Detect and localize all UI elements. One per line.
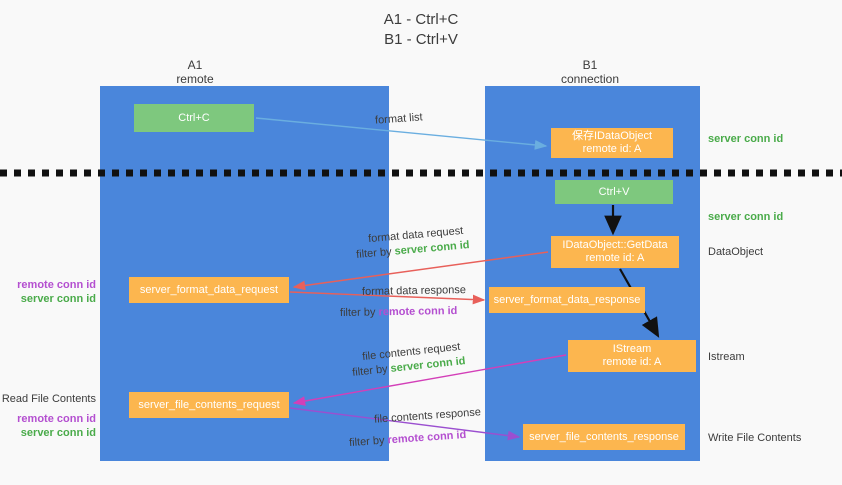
box-server-format-data-response-label: server_format_data_response: [493, 293, 641, 306]
left-label-remote-conn-id-1: remote conn id: [17, 279, 96, 291]
box-getdata-line2: remote id: A: [585, 252, 645, 264]
filter-by-prefix-1: filter by: [355, 245, 396, 261]
box-server-file-contents-response[interactable]: server_file_contents_response: [523, 424, 685, 450]
box-save-idataobject[interactable]: 保存IDataObject remote id: A: [551, 128, 673, 158]
left-label-server-conn-id-2: server conn id: [20, 427, 96, 439]
right-label-server-conn-id-2: server conn id: [708, 211, 784, 223]
box-istream[interactable]: IStream remote id: A: [568, 340, 696, 372]
left-label-remote-conn-id-2: remote conn id: [17, 413, 96, 425]
box-ctrl-c[interactable]: Ctrl+C: [134, 104, 254, 132]
box-save-idataobject-line2: remote id: A: [582, 143, 642, 155]
edge-label-format-data-response: format data response: [361, 284, 467, 298]
filter-value-remote-conn-id-2: remote conn id: [387, 428, 467, 447]
box-server-file-contents-request[interactable]: server_file_contents_request: [129, 392, 289, 418]
box-server-format-data-request[interactable]: server_format_data_request: [129, 277, 289, 303]
column-header-a1-role: remote: [176, 72, 214, 86]
phase-separator-dashed-line: [0, 169, 842, 177]
right-label-istream: Istream: [708, 351, 745, 363]
title-line-1: A1 - Ctrl+C: [383, 11, 459, 28]
filter-by-prefix-2: filter by: [339, 306, 379, 320]
box-ctrl-v-label: Ctrl+V: [598, 185, 630, 198]
box-istream-line1: IStream: [612, 343, 652, 355]
left-label-conn-ids-1: remote conn id server conn id: [0, 278, 96, 306]
filter-value-remote-conn-id-1: remote conn id: [378, 304, 458, 319]
page-title: A1 - Ctrl+C B1 - Ctrl+V: [0, 10, 842, 50]
column-header-b1-role: connection: [560, 72, 620, 86]
left-label-server-conn-id-1: server conn id: [20, 293, 96, 305]
box-server-file-contents-request-label: server_file_contents_request: [138, 398, 280, 411]
column-header-a1-name: A1: [187, 58, 203, 72]
column-header-b1: B1 connection: [510, 58, 670, 86]
box-idataobject-getdata[interactable]: IDataObject::GetData remote id: A: [551, 236, 679, 268]
column-header-a1: A1 remote: [115, 58, 275, 86]
edge-label-file-contents-response: file contents response: [373, 406, 482, 426]
filter-by-prefix-4: filter by: [348, 434, 388, 450]
box-server-format-data-request-label: server_format_data_request: [139, 283, 279, 296]
box-getdata-line1: IDataObject::GetData: [562, 239, 668, 251]
box-ctrl-v[interactable]: Ctrl+V: [555, 180, 673, 204]
box-server-file-contents-response-label: server_file_contents_response: [529, 430, 679, 443]
right-label-dataobject: DataObject: [708, 246, 764, 258]
title-line-2: B1 - Ctrl+V: [384, 31, 458, 48]
column-header-b1-name: B1: [582, 58, 598, 72]
left-label-conn-ids-2: remote conn id server conn id: [0, 412, 96, 440]
box-ctrl-c-label: Ctrl+C: [178, 111, 210, 124]
right-label-server-conn-id-1: server conn id: [708, 133, 784, 145]
edge-label-filter-by-remote-conn-id-1: filter by remote conn id: [340, 304, 458, 320]
box-server-format-data-response[interactable]: server_format_data_response: [489, 287, 645, 313]
edge-label-format-list: format list: [374, 111, 424, 127]
left-label-read-file-contents: Read File Contents: [1, 393, 96, 405]
right-label-write-file-contents: Write File Contents: [708, 432, 802, 444]
box-istream-line2: remote id: A: [602, 356, 662, 368]
box-save-idataobject-line1: 保存IDataObject: [571, 130, 653, 142]
